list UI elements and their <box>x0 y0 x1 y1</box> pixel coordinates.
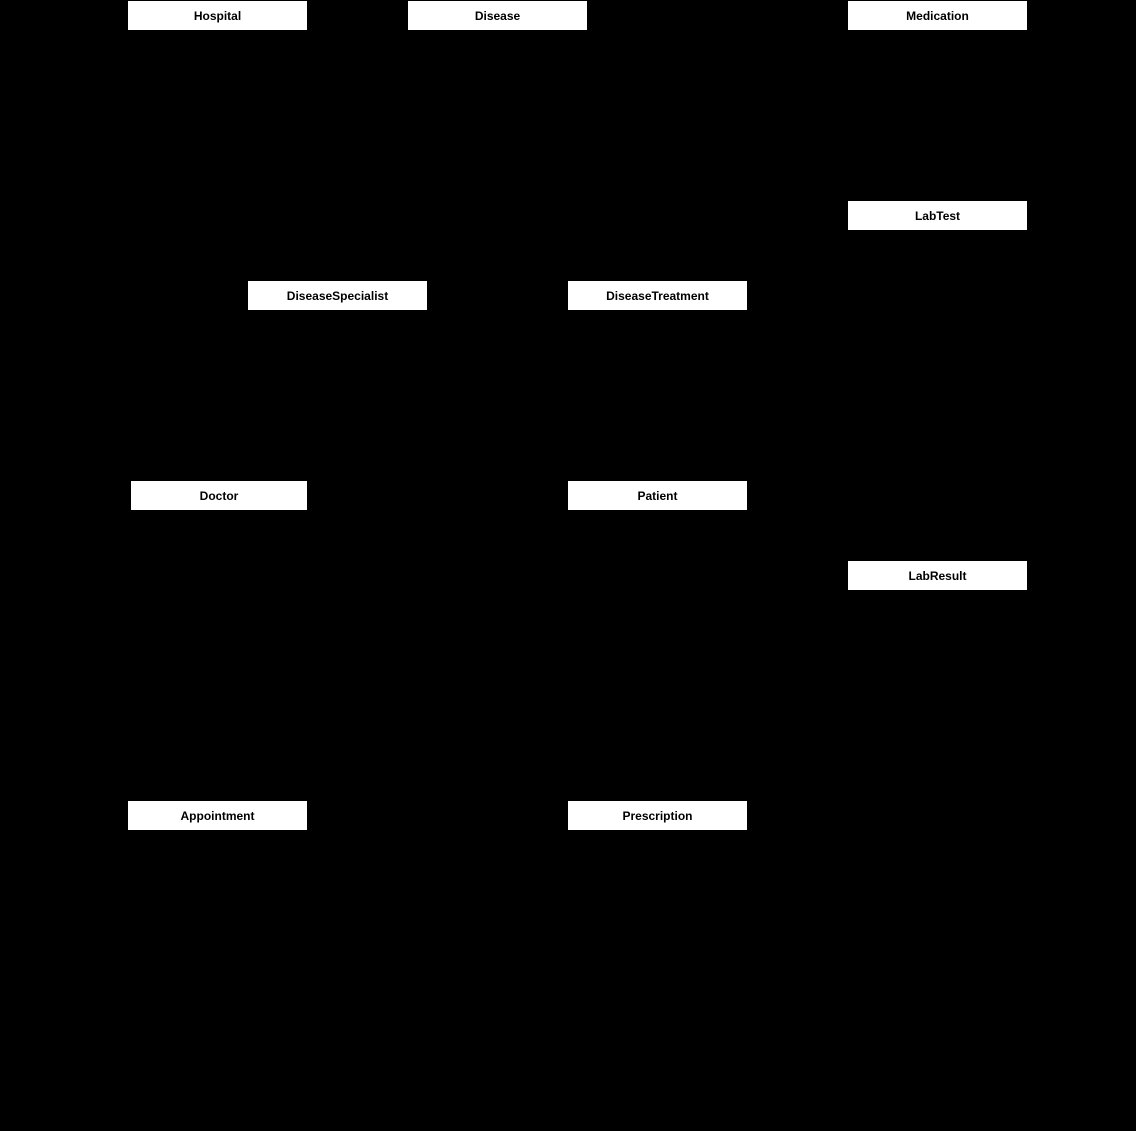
entity-label: Doctor <box>199 488 239 503</box>
entity-disease[interactable]: Disease <box>408 1 587 30</box>
entity-prescription[interactable]: Prescription <box>568 801 747 830</box>
entity-labtest[interactable]: LabTest <box>848 201 1027 230</box>
entity-disease-specialist[interactable]: DiseaseSpecialist <box>248 281 427 310</box>
entity-labresult[interactable]: LabResult <box>848 561 1027 590</box>
entity-patient[interactable]: Patient <box>568 481 747 510</box>
entity-label: LabResult <box>908 568 967 583</box>
entity-label: Medication <box>906 8 969 23</box>
entity-disease-treatment[interactable]: DiseaseTreatment <box>568 281 747 310</box>
entity-label: DiseaseSpecialist <box>286 288 389 303</box>
entity-medication[interactable]: Medication <box>848 1 1027 30</box>
entity-doctor[interactable]: Doctor <box>131 481 307 510</box>
entity-label: DiseaseTreatment <box>606 288 709 303</box>
entity-label: Disease <box>474 8 521 23</box>
entity-hospital[interactable]: Hospital <box>128 1 307 30</box>
entity-label: Appointment <box>180 808 255 823</box>
entity-label: Patient <box>637 488 678 503</box>
entity-label: Prescription <box>622 808 693 823</box>
entity-label: LabTest <box>914 208 961 223</box>
entity-appointment[interactable]: Appointment <box>128 801 307 830</box>
entity-label: Hospital <box>193 8 242 23</box>
